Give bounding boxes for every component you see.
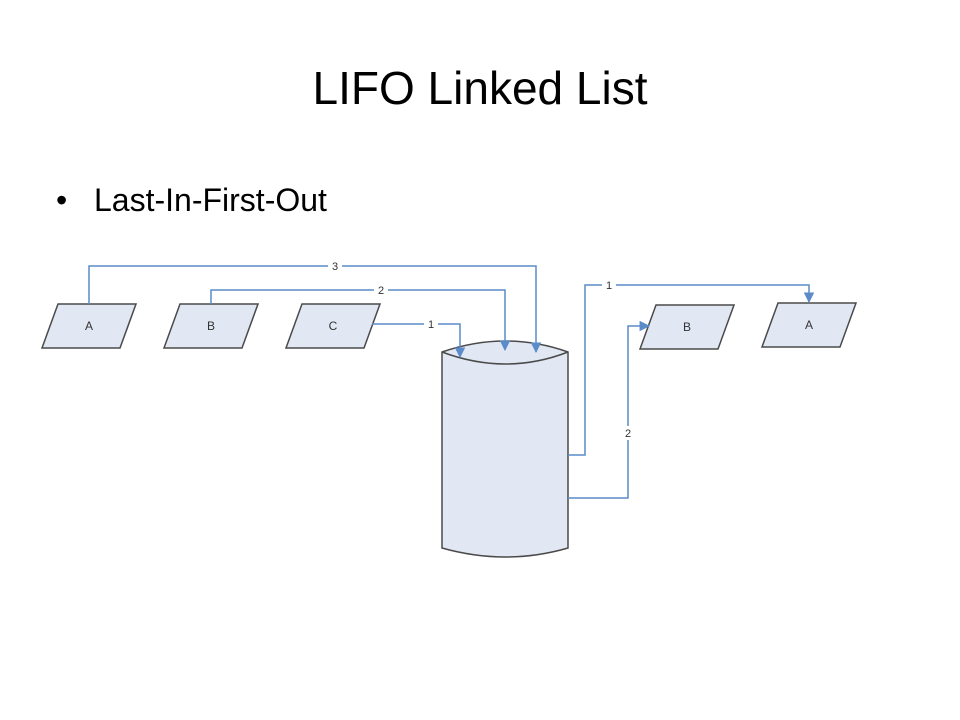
output-node-b-label: B: [683, 320, 691, 334]
edge-pop-top: [568, 284, 815, 456]
bullet-text: Last-In-First-Out: [94, 182, 327, 218]
output-node-a-label: A: [805, 318, 813, 332]
edge-label-push-b: 2: [378, 285, 384, 297]
input-node-a: A: [40, 303, 138, 349]
output-node-b: B: [638, 304, 736, 350]
input-node-b: B: [162, 303, 260, 349]
edge-pop-bottom: [568, 320, 651, 499]
stack-cylinder: [441, 340, 569, 558]
input-node-b-label: B: [207, 319, 215, 333]
edge-label-pop-bottom: 2: [625, 428, 631, 440]
bullet-marker: •: [56, 182, 68, 218]
edge-push-a: [88, 265, 542, 354]
bullet-item: • Last-In-First-Out: [56, 178, 327, 222]
output-node-a: A: [760, 302, 858, 348]
edge-label-pop-top: 1: [606, 280, 612, 292]
slide-title: LIFO Linked List: [312, 62, 648, 114]
edge-label-push-c: 1: [428, 319, 434, 331]
edge-push-c: [372, 323, 466, 359]
input-node-c-label: C: [329, 319, 338, 333]
input-node-c: C: [284, 303, 382, 349]
input-node-a-label: A: [85, 319, 93, 333]
edge-push-b: [210, 289, 511, 352]
edge-label-push-a: 3: [332, 261, 338, 273]
